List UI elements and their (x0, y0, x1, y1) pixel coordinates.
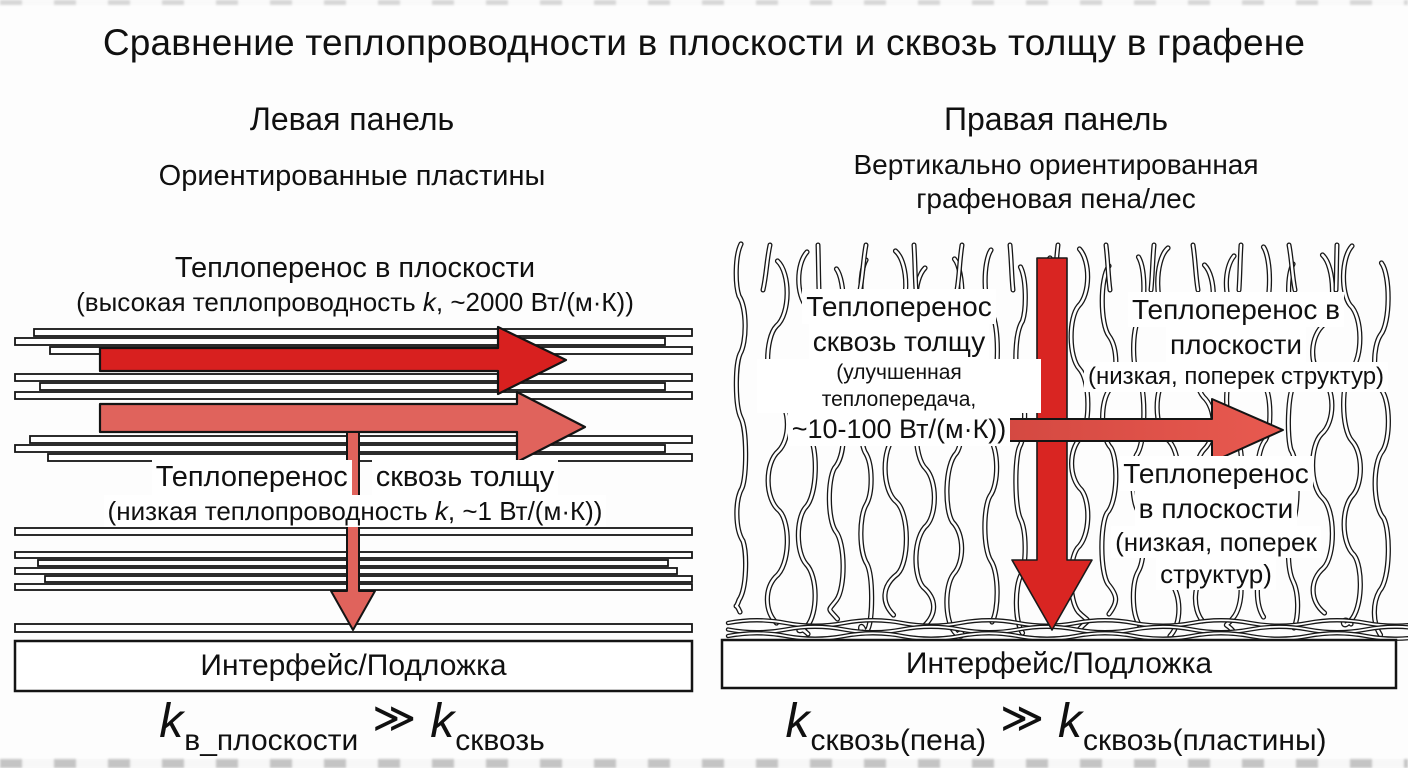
formula-k: k (785, 695, 810, 748)
graphene-strand (1069, 247, 1090, 631)
platelet (33, 328, 693, 337)
right-in-plane-bottom-line3: (низкая, поперек (1076, 526, 1356, 558)
right-in-plane-bottom-line1: Теплоперенос (1076, 456, 1356, 491)
right-in-plane-bottom-line4: структур) (1076, 558, 1356, 590)
graphene-strand (1008, 243, 1015, 292)
right-in-plane-top-label: Теплоперенос в плоскости (низкая, попере… (1070, 292, 1402, 392)
platelet (14, 391, 693, 400)
graphene-strand (1373, 261, 1390, 637)
left-in-plane-line1: Теплоперенос в плоскости (174, 252, 536, 284)
graphene-strand (727, 619, 1408, 627)
much-greater-than-sign: ≫ (372, 694, 417, 741)
right-through-line2: сквозь толщу (757, 324, 1041, 359)
graphene-strand (766, 259, 789, 625)
through-thickness-arrow-right (1011, 257, 1093, 631)
graphene-strand (912, 243, 918, 292)
graphene-strand (734, 242, 747, 614)
graphene-strand (1237, 243, 1243, 292)
right-in-plane-top-line1: Теплоперенос в (1070, 292, 1402, 327)
platelet (14, 373, 693, 382)
left-formula: kв_плоскости≫kсквозь (0, 694, 704, 757)
formula-subscript: сквозь (455, 724, 545, 757)
graphene-strand (1342, 244, 1362, 627)
right-in-plane-top-line2: плоскости (1070, 327, 1402, 362)
left-substrate-label: Интерфейс/Подложка (200, 649, 507, 682)
formula-k: k (1058, 695, 1083, 748)
right-through-line4: ~10-100 Вт/(м·К)) (757, 413, 1041, 446)
formula-k: k (430, 695, 455, 748)
through-thickness-arrow-left (330, 431, 376, 631)
graphene-strand (727, 625, 1408, 634)
graphene-strand (1287, 243, 1297, 292)
graphene-strand (955, 243, 964, 292)
platelet (14, 337, 666, 346)
right-in-plane-bottom-label: Теплоперенос в плоскости (низкая, попере… (1076, 456, 1356, 590)
graphene-strand (816, 243, 821, 292)
page-title: Сравнение теплопроводности в плоскости и… (102, 22, 1306, 63)
graphene-strand (1191, 243, 1200, 292)
formula-subscript: сквозь(пена) (810, 724, 987, 757)
platelet (29, 435, 693, 444)
right-panel-subtitle-line2: графеновая пена/лес (916, 183, 1196, 214)
in-plane-arrow-dark (98, 325, 568, 396)
right-substrate-box (720, 638, 1398, 690)
right-panel-title: Правая панель (943, 101, 1169, 137)
left-substrate-box (13, 639, 694, 693)
graphene-strand (1104, 243, 1112, 292)
platelet (47, 453, 693, 462)
platelet (39, 382, 666, 391)
graphene-strand (1334, 243, 1339, 292)
much-greater-than-sign: ≫ (1000, 694, 1045, 741)
formula-subscript: в_плоскости (184, 724, 359, 757)
platelet (14, 444, 666, 453)
right-through-line1: Теплоперенос (757, 289, 1041, 324)
right-panel-subtitle: Вертикально ориентированная графеновая п… (704, 148, 1408, 216)
in-plane-arrow-light (98, 390, 587, 464)
graphene-strand (761, 243, 772, 292)
right-through-line3: (улучшенная теплопередача, (757, 359, 1041, 413)
formula-subscript: сквозь(пластины) (1083, 724, 1327, 757)
left-in-plane-line2: (высокая теплопроводность k, ~2000 Вт/(м… (76, 287, 634, 317)
left-through-line2: (низкая теплопроводность k, ~1 Вт/(м·К)) (15, 495, 695, 527)
left-panel-subtitle: Ориентированные пластины (158, 160, 546, 192)
right-through-label: Теплоперенос сквозь толщу (улучшенная те… (757, 289, 1041, 446)
right-panel-subtitle-line1: Вертикально ориентированная (853, 149, 1259, 180)
platelet (44, 575, 693, 583)
graphene-strand (858, 243, 868, 292)
right-in-plane-bottom-line2: в плоскости (1076, 491, 1356, 526)
formula-k: k (159, 695, 184, 748)
left-panel-title: Левая панель (249, 101, 455, 137)
graphene-strand (727, 632, 1408, 640)
graphene-strand (1100, 264, 1118, 616)
right-substrate-label: Интерфейс/Подложка (905, 647, 1213, 680)
right-in-plane-top-line3: (низкая, поперек структур) (1070, 362, 1402, 392)
left-in-plane-label: Теплоперенос в плоскости (высокая теплоп… (25, 251, 685, 318)
right-formula: kсквозь(пена)≫kсквозь(пластины) (704, 694, 1408, 757)
graphene-strand (1149, 243, 1156, 292)
